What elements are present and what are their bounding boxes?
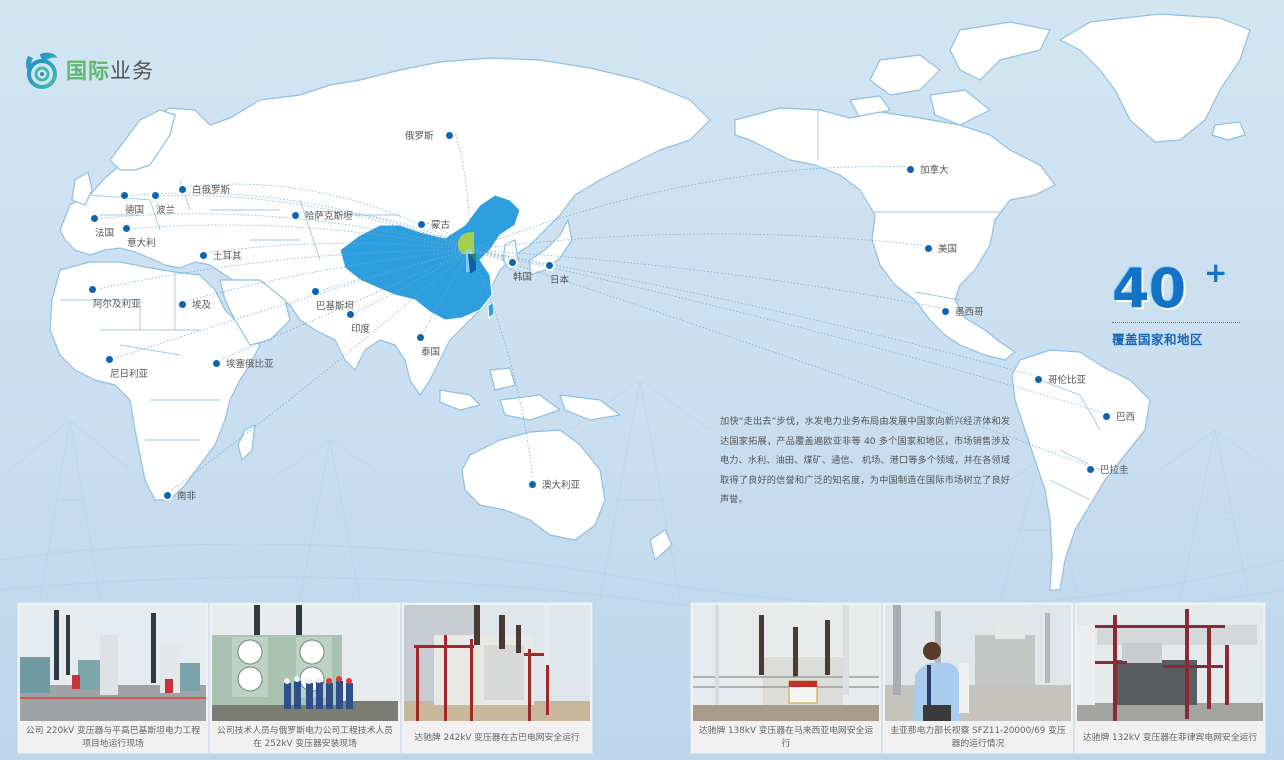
location-dot-icon	[1087, 465, 1094, 473]
japan	[529, 219, 573, 276]
marker-canada[interactable]: 加拿大	[907, 162, 949, 176]
page-title: 国际业务	[66, 59, 154, 83]
location-dot-icon	[123, 225, 130, 232]
location-dot-icon	[509, 259, 516, 266]
africa	[49, 261, 261, 501]
photo-caption: 达驰牌 138kV 变压器在马来西亚电网安全运行	[698, 726, 874, 749]
marker-poland[interactable]: 波兰	[152, 192, 175, 216]
marker-france[interactable]: 法国	[91, 215, 114, 239]
photo-minister-visit	[885, 605, 1071, 721]
marker-mongolia[interactable]: 蒙古	[418, 217, 450, 231]
greenland	[1059, 13, 1251, 143]
marker-korea[interactable]: 韩国	[509, 259, 532, 283]
uk	[71, 171, 93, 206]
photo-transformer-cuba	[404, 605, 590, 721]
photo-transformer-philippines	[1077, 605, 1263, 721]
marker-colombia[interactable]: 哥伦比亚	[1035, 372, 1086, 386]
location-dot-icon	[121, 192, 128, 199]
scandinavia	[109, 109, 176, 171]
location-dot-icon	[164, 491, 171, 499]
photo-caption: 达驰牌 242kV 变压器在古巴电网安全运行	[414, 732, 580, 743]
marker-kazakhstan[interactable]: 哈萨克斯坦	[292, 208, 353, 222]
south-america	[1011, 349, 1151, 591]
location-dot-icon	[417, 334, 424, 341]
location-dot-icon	[925, 244, 932, 252]
marker-turkey[interactable]: 土耳其	[200, 248, 242, 262]
photo-card-philippines[interactable]: 达驰牌 132kV 变压器在菲律宾电网安全运行	[1074, 602, 1266, 754]
marker-paraguay[interactable]: 巴拉圭	[1087, 462, 1129, 476]
photo-card-cuba[interactable]: 达驰牌 242kV 变压器在古巴电网安全运行	[401, 602, 593, 754]
location-dot-icon	[200, 251, 207, 259]
location-dot-icon	[179, 185, 186, 193]
china-highlight	[339, 194, 521, 321]
marker-mexico[interactable]: 墨西哥	[942, 304, 984, 318]
marker-italy[interactable]: 意大利	[123, 225, 156, 249]
marker-algeria[interactable]: 阿尔及利亚	[89, 286, 141, 310]
iceland	[1211, 121, 1246, 141]
location-dot-icon	[347, 311, 354, 318]
marker-germany[interactable]: 德国	[121, 192, 144, 216]
marker-egypt[interactable]: 埃及	[179, 297, 211, 311]
marker-usa[interactable]: 美国	[925, 241, 957, 255]
hub-logo	[458, 232, 476, 274]
photo-transformer-malaysia	[693, 605, 879, 721]
photo-card-guyana[interactable]: 圭亚那电力部长视察 SFZ11-20000/69 变压器的运行情况	[882, 602, 1074, 754]
location-dot-icon	[546, 262, 553, 269]
location-dot-icon	[529, 480, 536, 488]
location-dot-icon	[312, 288, 319, 295]
location-dot-icon	[907, 165, 914, 173]
marker-south-africa[interactable]: 南非	[164, 488, 196, 502]
photo-card-pakistan[interactable]: 公司 220kV 变压器与平高巴基斯坦电力工程项目地运行现场	[17, 602, 209, 754]
photo-card-russia[interactable]: 公司技术人员与俄罗斯电力公司工程技术人员在 252kV 变压器安装现场	[209, 602, 401, 754]
swirl-logo-icon	[26, 52, 58, 89]
arabia	[219, 279, 291, 346]
photo-caption: 达驰牌 132kV 变压器在菲律宾电网安全运行	[1082, 732, 1258, 743]
location-dot-icon	[942, 307, 949, 315]
marker-belarus[interactable]: 白俄罗斯	[179, 182, 230, 196]
marker-japan[interactable]: 日本	[546, 262, 569, 286]
location-dot-icon	[91, 215, 98, 222]
marker-thailand[interactable]: 泰国	[417, 334, 440, 358]
marker-russia[interactable]: 俄罗斯	[405, 128, 453, 142]
intro-paragraph: 加快“走出去”步伐，水发电力业务布局由发展中国家向新兴经济体和发达国家拓展，产品…	[720, 416, 1010, 505]
location-dot-icon	[213, 359, 220, 367]
photo-caption: 圭亚那电力部长视察 SFZ11-20000/69 变压器的运行情况	[890, 726, 1066, 749]
taiwan	[487, 301, 495, 319]
marker-australia[interactable]: 澳大利亚	[529, 477, 580, 491]
stat-divider	[1112, 322, 1240, 323]
marker-ethiopia[interactable]: 埃塞俄比亚	[213, 356, 274, 370]
location-dot-icon	[152, 192, 159, 199]
location-dot-icon	[1103, 412, 1110, 420]
photo-caption: 公司 220kV 变压器与平高巴基斯坦电力工程项目地运行现场	[25, 726, 201, 749]
madagascar	[237, 424, 256, 461]
photo-card-malaysia[interactable]: 达驰牌 138kV 变压器在马来西亚电网安全运行	[690, 602, 882, 754]
photo-caption: 公司技术人员与俄罗斯电力公司工程技术人员在 252kV 变压器安装现场	[217, 726, 393, 749]
se-asia-islands	[439, 367, 621, 421]
marker-brazil[interactable]: 巴西	[1103, 409, 1135, 423]
marker-pakistan[interactable]: 巴基斯坦	[312, 288, 354, 312]
stat-number: 40	[1112, 257, 1186, 320]
location-dot-icon	[1035, 375, 1042, 383]
stat-label: 覆盖国家和地区	[1112, 332, 1204, 347]
location-dot-icon	[179, 300, 186, 308]
location-dot-icon	[89, 286, 96, 293]
location-dot-icon	[445, 131, 453, 139]
location-dot-icon	[106, 356, 113, 363]
marker-india[interactable]: 印度	[347, 311, 370, 335]
photo-engineers	[212, 605, 398, 721]
arctic-islands	[849, 21, 1051, 126]
location-dot-icon	[292, 211, 299, 219]
marker-nigeria[interactable]: 尼日利亚	[106, 356, 148, 380]
brand-header: 国际业务	[22, 50, 154, 90]
new-zealand	[649, 529, 673, 561]
route-lines	[92, 131, 1108, 494]
photo-substation	[20, 605, 206, 721]
coverage-stat: 40 + 覆盖国家和地区	[1112, 256, 1252, 348]
location-dot-icon	[418, 220, 425, 228]
north-america	[734, 107, 1056, 361]
stat-plus: +	[1204, 256, 1228, 289]
